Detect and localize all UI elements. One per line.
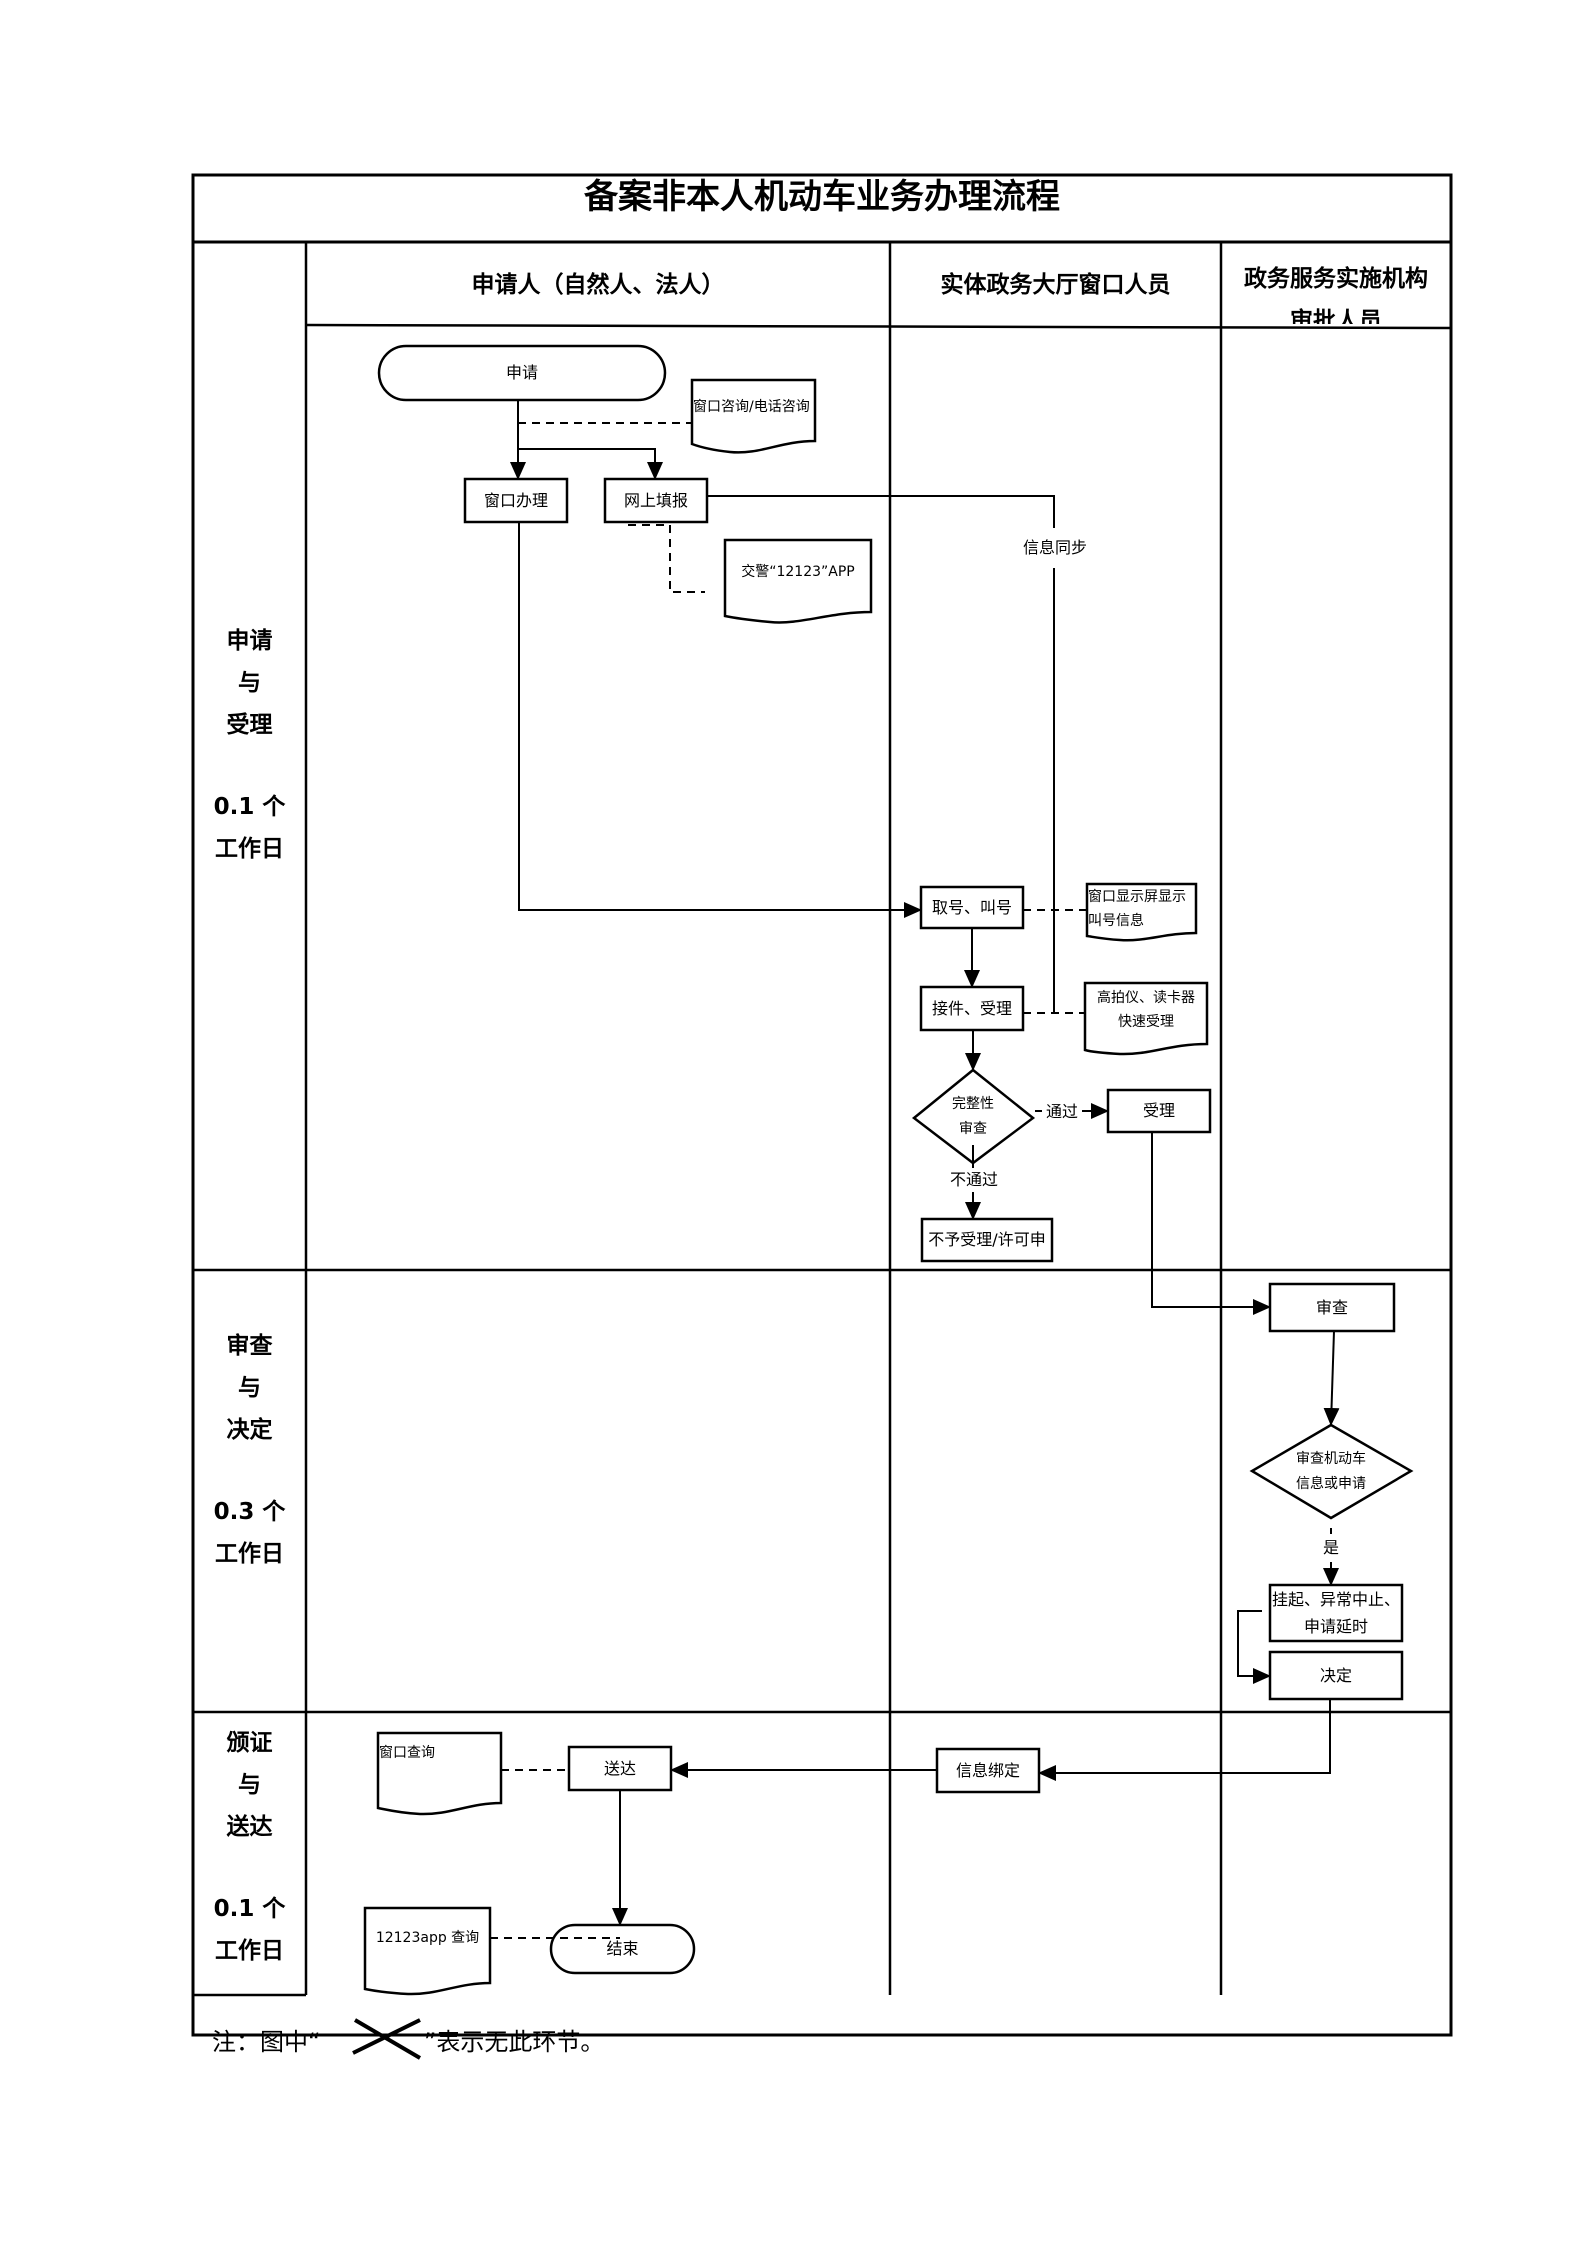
reject-box [920,1217,1054,1263]
screen-doc-label: 窗口显示屏显示叫号信息 [1088,889,1186,929]
app-doc-label: 交警“12123”APP [741,564,855,581]
review-box [1268,1282,1396,1333]
info-bind-box [935,1747,1041,1794]
screen-document [1085,882,1198,942]
info-bind-label: 信息绑定 [955,1760,1020,1780]
cross-icon [352,2018,422,2060]
footnote-prefix: 注：图中“ [212,2027,321,2056]
dashed-online-app [628,524,705,593]
connector-suspend-decide [1237,1610,1271,1684]
info-sync-label: 信息同步 [1014,528,1096,568]
window-query-document [376,1731,503,1816]
window-handle-label: 窗口办理 [483,490,548,510]
lane-header-approval-staff: 政务服务实施机构 审批人员 [1244,266,1428,324]
connector-accept-review [1151,1132,1271,1315]
scanner-document [1083,981,1209,1056]
deliver-label: 送达 [603,1758,636,1778]
connector-review-diamond [1323,1330,1340,1426]
review-diamond [1249,1423,1414,1520]
receive-label: 接件、受理 [931,998,1012,1018]
page-title: 备案非本人机动车业务办理流程 [584,177,1060,218]
phase-duration: 0.3 个 工作日 [213,1499,286,1567]
connector-window-takenumber [518,522,922,918]
app-query-doc-label: 12123app 查询 [375,1929,480,1946]
phase-name: 审查 与 决定 [226,1333,273,1443]
online-fill-label: 网上填报 [623,490,688,510]
swimlane-grid [191,173,1453,2037]
consult-doc-label: 窗口咨询/电话咨询 [693,399,810,416]
review-label: 审查 [1315,1297,1348,1317]
apply-terminal [377,344,667,402]
phase-duration: 0.1 个 工作日 [213,1896,286,1964]
footnote-suffix: ”表示无此环节。 [424,2027,605,2056]
phase-name: 申请 与 受理 [226,628,273,738]
apply-label: 申请 [505,363,538,382]
connector-online-sync [707,495,1055,1013]
pass-label: 通过 [1042,1100,1082,1124]
consult-document [690,378,817,454]
phase-name: 颁证 与 送达 [226,1730,273,1840]
end-label: 结束 [606,1939,639,1958]
connector-decide-infobind [1038,1699,1331,1781]
completeness-label: 完整性 审查 [952,1095,994,1137]
app-query-document [363,1906,492,1996]
take-number-label: 取号、叫号 [931,897,1012,917]
lane-header-window-staff: 实体政务大厅窗口人员 [940,271,1171,298]
accept-label: 受理 [1142,1101,1175,1120]
decide-label: 决定 [1319,1665,1352,1685]
reject-label: 不予受理/许可申 [928,1230,1046,1249]
receive-box [919,985,1025,1032]
phase-review-decide: 审查 与 决定 0.3 个 工作日 [193,1325,306,1575]
connector-apply-online [518,448,663,480]
suspend-label: 挂起、异常中止、 申请延时 [1271,1589,1400,1636]
window-query-doc-label: 窗口查询 [379,1744,435,1761]
fail-label: 不通过 [946,1168,1002,1192]
window-handle-box [463,477,569,524]
lane-header-applicant: 申请人（自然人、法人） [471,271,725,298]
phase-issue-deliver: 颁证 与 送达 0.1 个 工作日 [193,1722,306,1972]
review-decision-label: 审查机动车 信息或申请 [1296,1450,1366,1492]
yes-label: 是 [1318,1536,1344,1560]
app-document [723,538,873,624]
phase-duration: 0.1 个 工作日 [213,794,286,862]
phase-apply-accept: 申请 与 受理 0.1 个 工作日 [193,620,306,870]
scanner-doc-label: 高拍仪、读卡器 快速受理 [1097,990,1195,1030]
